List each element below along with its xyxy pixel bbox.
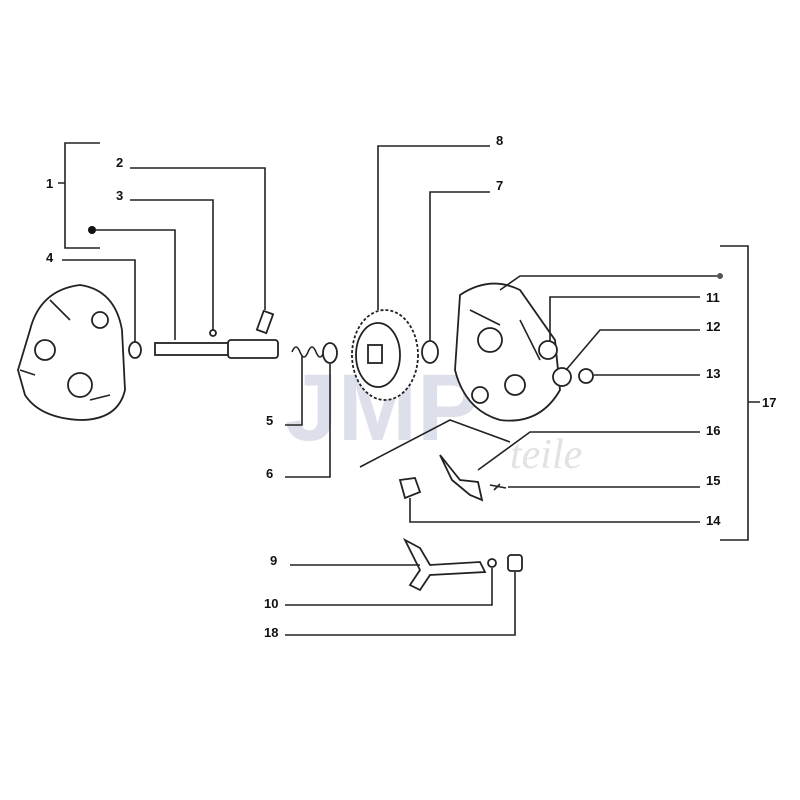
callout-4: 4: [46, 250, 54, 265]
watermark-sub: teile: [510, 432, 582, 478]
washer-6: [322, 342, 338, 364]
callout-14: 14: [706, 513, 721, 528]
leader-lines: [58, 142, 760, 636]
callout-8: 8: [496, 133, 503, 148]
washer-4: [128, 341, 142, 359]
gear-8: [351, 309, 419, 401]
washer-7: [421, 340, 439, 364]
housing: [454, 282, 561, 422]
lever-16: [439, 454, 484, 502]
callout-5: 5: [266, 413, 273, 428]
callout-3: 3: [116, 188, 123, 203]
callout-9: 9: [270, 553, 277, 568]
fork-9: [402, 537, 487, 592]
bearing-11: [538, 340, 558, 360]
callout-17: 17: [762, 395, 776, 410]
callout-18: 18: [264, 625, 278, 640]
callout-16: 16: [706, 423, 720, 438]
callout-labels: 1 2 3 4 5 6 7 8 9 10 11 12 13 14 15 16 1…: [46, 133, 776, 640]
callout-13: 13: [706, 366, 720, 381]
pin-15: [489, 483, 507, 491]
callout-11: 11: [706, 290, 720, 305]
spring-5: [291, 346, 325, 358]
callout-10: 10: [264, 596, 278, 611]
callout-1: 1: [46, 176, 53, 191]
callout-2: 2: [116, 155, 123, 170]
part-14: [398, 477, 422, 500]
bearing-12: [552, 367, 572, 387]
nut-13: [578, 368, 594, 384]
nut-18: [507, 554, 523, 572]
shaft: [154, 309, 279, 359]
washer-10: [487, 558, 497, 568]
crankcase-half: [17, 284, 126, 421]
callout-15: 15: [706, 473, 720, 488]
callout-12: 12: [706, 319, 720, 334]
callout-7: 7: [496, 178, 503, 193]
callout-6: 6: [266, 466, 273, 481]
